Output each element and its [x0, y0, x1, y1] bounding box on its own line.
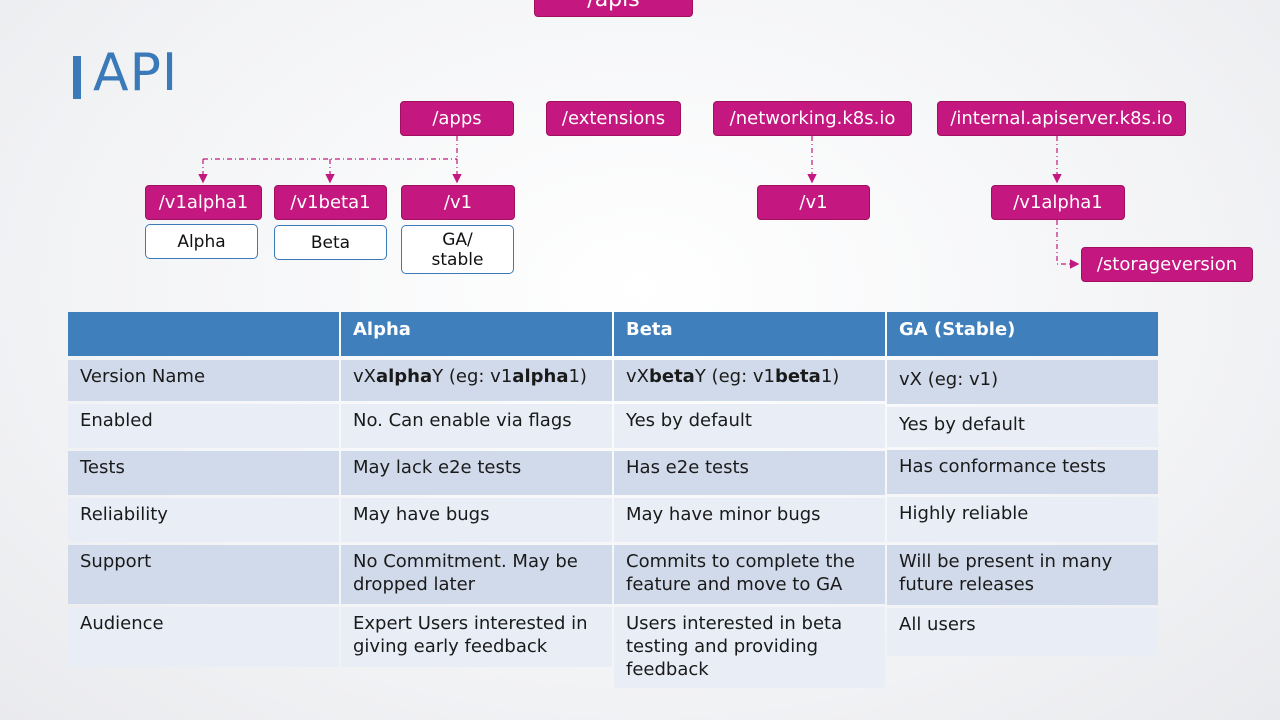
node-label: /apis — [587, 0, 639, 12]
table-header-ga: GA (Stable) — [887, 312, 1158, 356]
node-apis-root: /apis — [534, 0, 693, 17]
text: vX — [626, 366, 649, 387]
row-label-tests: Tests — [68, 451, 339, 495]
text: vX — [353, 366, 376, 387]
node-label: /v1 — [799, 192, 828, 213]
table-column-ga: GA (Stable) vX (eg: v1) Yes by default H… — [887, 312, 1158, 659]
table-header-empty — [68, 312, 339, 356]
cell-beta-audience: Users interested in beta testing and pro… — [614, 607, 885, 688]
text: Y (eg: v1 — [694, 366, 775, 387]
cell-alpha-reliability: May have bugs — [341, 498, 612, 542]
node-label: /v1beta1 — [290, 192, 371, 213]
node-label: /internal.apiserver.k8s.io — [950, 108, 1173, 129]
cell-ga-version-name: vX (eg: v1) — [887, 360, 1158, 404]
row-label-reliability: Reliability — [68, 498, 339, 542]
node-label: /v1alpha1 — [158, 192, 249, 213]
node-networking: /networking.k8s.io — [713, 101, 912, 136]
row-label-version-name: Version Name — [68, 360, 339, 401]
node-label: /extensions — [561, 108, 666, 129]
node-label: /networking.k8s.io — [729, 108, 896, 129]
row-label-enabled: Enabled — [68, 404, 339, 448]
node-internal-v1alpha1: /v1alpha1 — [991, 185, 1125, 220]
stage-label-ga-line2: stable — [431, 249, 484, 270]
cell-beta-tests: Has e2e tests — [614, 451, 885, 495]
cell-ga-support: Will be present in many future releases — [887, 545, 1158, 605]
table-header-alpha: Alpha — [341, 312, 612, 356]
text-bold: alpha — [512, 366, 569, 387]
node-apps: /apps — [400, 101, 514, 136]
stage-label-alpha: Alpha — [145, 224, 258, 259]
stage-label-beta: Beta — [274, 225, 387, 260]
stage-label-ga: GA/ stable — [401, 225, 514, 274]
cell-ga-enabled: Yes by default — [887, 407, 1158, 447]
node-label: /v1alpha1 — [1013, 192, 1103, 213]
cell-beta-enabled: Yes by default — [614, 404, 885, 448]
node-apps-v1: /v1 — [401, 185, 515, 220]
node-extensions: /extensions — [546, 101, 681, 136]
text-bold: alpha — [375, 366, 433, 387]
text-bold: beta — [774, 366, 821, 387]
node-label: /apps — [432, 108, 482, 129]
cell-beta-version-name: vXbetaY (eg: v1beta1) — [614, 360, 885, 401]
table-header-beta: Beta — [614, 312, 885, 356]
stage-label-ga-line1: GA/ — [442, 229, 473, 250]
cell-ga-reliability: Highly reliable — [887, 497, 1158, 542]
text: 1) — [568, 366, 587, 387]
node-networking-v1: /v1 — [757, 185, 870, 220]
cell-alpha-audience: Expert Users interested in giving early … — [341, 607, 612, 667]
text: 1) — [820, 366, 840, 387]
connector-storageversion — [1056, 220, 1080, 269]
row-label-audience: Audience — [68, 607, 339, 667]
table-column-labels: Version Name Enabled Tests Reliability S… — [68, 312, 339, 670]
node-apps-v1alpha1: /v1alpha1 — [145, 185, 262, 220]
table-column-beta: Beta vXbetaY (eg: v1beta1) Yes by defaul… — [614, 312, 885, 691]
cell-alpha-version-name: vXalphaY (eg: v1alpha1) — [341, 360, 612, 401]
table-column-alpha: Alpha vXalphaY (eg: v1alpha1) No. Can en… — [341, 312, 612, 670]
node-internal-apiserver: /internal.apiserver.k8s.io — [937, 101, 1186, 136]
cell-alpha-enabled: No. Can enable via flags — [341, 404, 612, 448]
node-label: /v1 — [443, 192, 473, 213]
node-label: /storageversion — [1096, 254, 1238, 275]
cell-alpha-support: No Commitment. May be dropped later — [341, 545, 612, 604]
page-title: API — [93, 43, 179, 103]
text: Y (eg: v1 — [432, 366, 513, 387]
cell-beta-support: Commits to complete the feature and move… — [614, 545, 885, 604]
title-accent-bar — [73, 56, 81, 99]
row-label-support: Support — [68, 545, 339, 604]
node-apps-v1beta1: /v1beta1 — [274, 185, 387, 220]
cell-alpha-tests: May lack e2e tests — [341, 451, 612, 495]
cell-ga-tests: Has conformance tests — [887, 450, 1158, 494]
text-bold: beta — [648, 366, 695, 387]
cell-ga-audience: All users — [887, 608, 1158, 656]
cell-beta-reliability: May have minor bugs — [614, 498, 885, 542]
node-storageversion: /storageversion — [1081, 247, 1253, 282]
